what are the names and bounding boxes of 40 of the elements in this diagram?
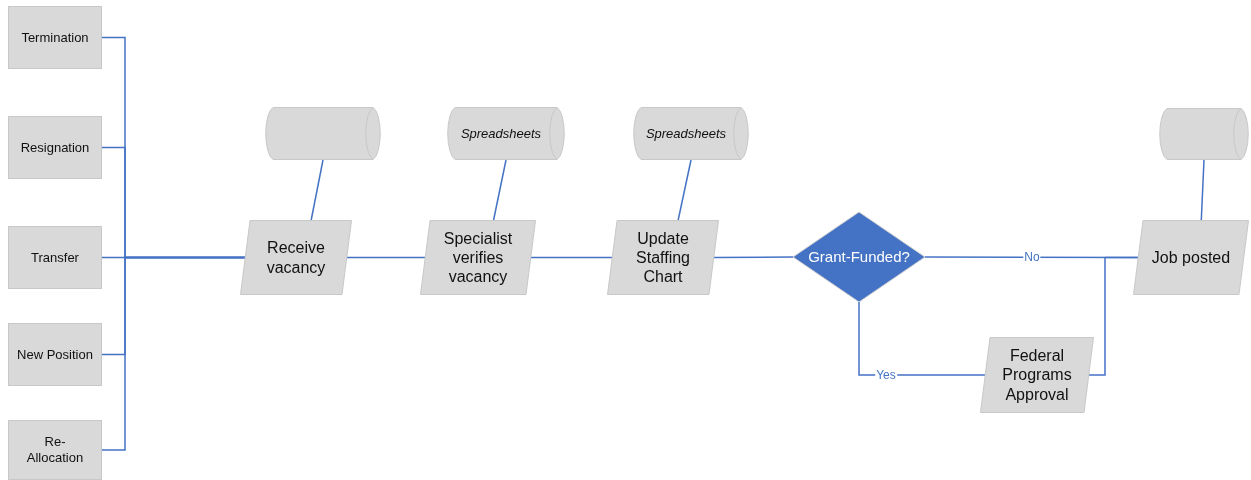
edge-label: Yes xyxy=(875,368,897,382)
data-parallelogram xyxy=(607,220,719,295)
connector-line xyxy=(346,256,426,259)
step-label: Specialist verifies vacancy xyxy=(442,228,514,287)
step-label: New Position xyxy=(17,346,93,363)
decision-diamond xyxy=(793,212,925,302)
connector-line xyxy=(677,159,692,221)
storage-label: Spreadsheets xyxy=(645,125,727,142)
process-box xyxy=(8,6,102,69)
data-parallelogram xyxy=(420,220,536,295)
connector-line xyxy=(1200,159,1205,221)
connector-line xyxy=(101,256,246,451)
data-parallelogram xyxy=(1133,220,1249,295)
storage-label: Spreadsheets xyxy=(460,125,542,142)
storage-cylinder xyxy=(632,107,750,160)
step-label: Resignation xyxy=(20,139,90,156)
process-box xyxy=(8,323,102,386)
connector-line xyxy=(310,159,324,221)
step-label: Job posted xyxy=(1151,247,1231,268)
connector-line xyxy=(492,159,507,221)
step-label: Re- Allocation xyxy=(25,434,85,466)
step-label: Receive vacancy xyxy=(265,238,327,277)
edge-label: No xyxy=(1023,250,1041,264)
process-box xyxy=(8,420,102,480)
decision-label: Grant-Funded? xyxy=(808,248,910,266)
data-parallelogram xyxy=(240,220,352,295)
storage-cylinder xyxy=(446,107,566,160)
connector-line xyxy=(858,301,986,376)
storage-cylinder xyxy=(1158,108,1250,160)
step-label: Federal Programs Approval xyxy=(1001,346,1073,404)
data-parallelogram xyxy=(980,337,1094,413)
step-label: Transfer xyxy=(31,249,79,266)
connector-line xyxy=(713,256,794,259)
step-label: Update Staffing Chart xyxy=(635,228,691,287)
process-box xyxy=(8,226,102,289)
storage-cylinder xyxy=(264,107,382,160)
connector-line xyxy=(1088,256,1139,376)
step-label: Termination xyxy=(21,29,89,46)
process-box xyxy=(8,116,102,179)
connector-line xyxy=(530,256,613,259)
